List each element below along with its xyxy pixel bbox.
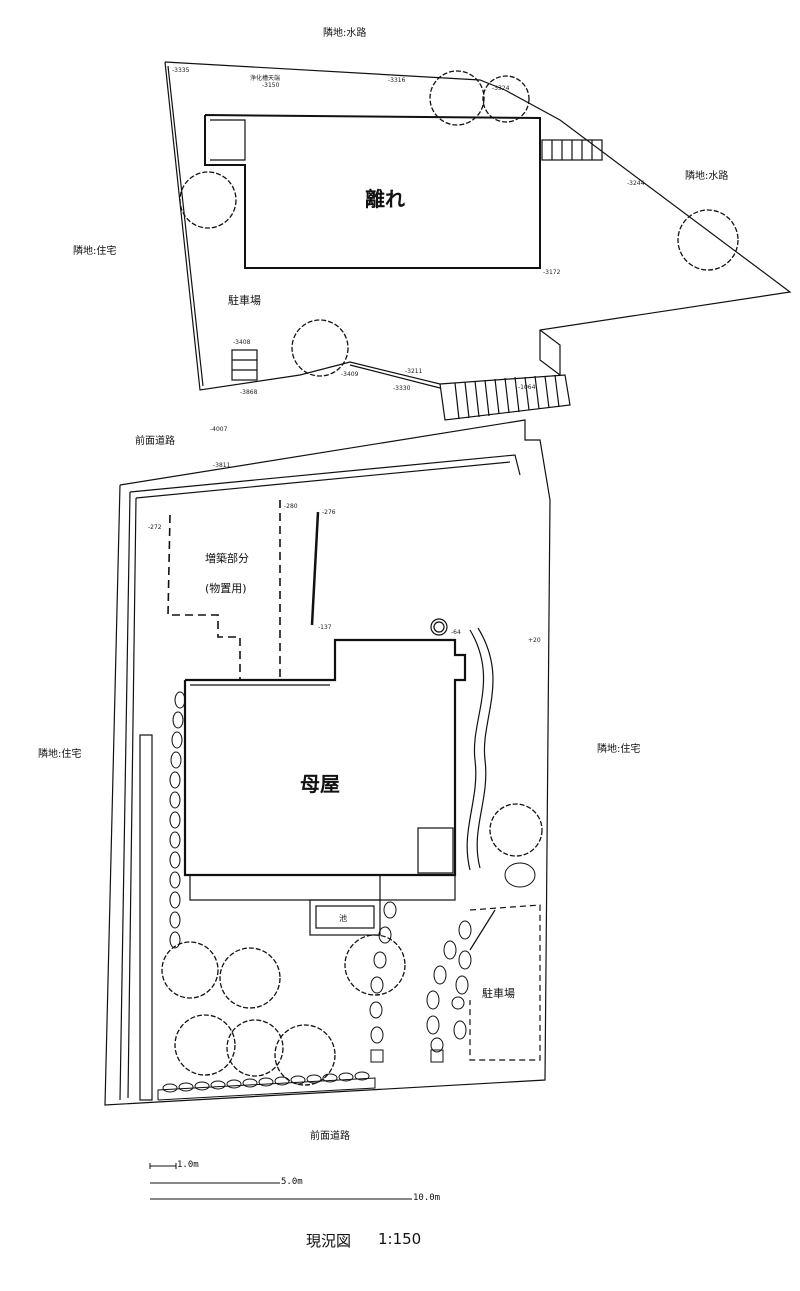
- road-label-bottom: 前面道路: [310, 1131, 350, 1142]
- tree-icon: [429, 70, 485, 126]
- road-label-middle: 前面道路: [135, 436, 175, 447]
- tree-icon: [677, 209, 739, 271]
- wall-line: [310, 511, 320, 626]
- level-mark: -3335: [172, 67, 190, 74]
- level-mark: -3150: [262, 82, 280, 89]
- tree-icon: [174, 1014, 236, 1076]
- extension-use-label: (物置用): [205, 582, 247, 595]
- tree-icon: [179, 171, 237, 229]
- main-house-label: 母屋: [300, 772, 340, 796]
- tree-icon: [274, 1024, 336, 1086]
- tree-icon: [482, 75, 530, 123]
- pond: [315, 905, 375, 929]
- level-mark: +20: [528, 637, 541, 644]
- extension-outline: [167, 500, 281, 680]
- parking-label-lower: 駐車場: [482, 987, 515, 1000]
- lower-lot-boundary: [104, 419, 551, 1106]
- scale-bar-5m-label: 5.0m: [281, 1177, 303, 1187]
- parking-outline: [469, 904, 541, 1061]
- upper-lot-boundary: [164, 61, 792, 391]
- annex-building: [204, 114, 603, 269]
- tree-icon: [161, 941, 219, 999]
- stepping-stones: [157, 691, 536, 1101]
- scale-bars: [149, 1163, 412, 1200]
- scale-bar-10m-label: 10.0m: [413, 1193, 441, 1203]
- level-mark: -4007: [210, 426, 228, 433]
- stairs: [439, 329, 571, 421]
- level-mark: -64: [451, 629, 461, 636]
- septic-label: 浄化槽天端: [250, 75, 281, 82]
- drawing-title: 現況図: [306, 1232, 352, 1250]
- level-mark: -3811: [213, 462, 231, 469]
- annex-label: 離れ: [365, 187, 405, 211]
- neighbor-label-top: 隣地:水路: [323, 28, 367, 39]
- stream: [466, 629, 485, 871]
- neighbor-label-top-right: 隣地:水路: [685, 171, 729, 182]
- level-mark: -272: [148, 524, 162, 531]
- neighbor-label-lower-right: 隣地:住宅: [597, 744, 641, 755]
- tree-icon: [489, 803, 543, 857]
- level-mark: -1064: [518, 384, 536, 391]
- tree-icon: [344, 934, 406, 996]
- level-mark: -280: [284, 503, 298, 510]
- main-house: [183, 618, 467, 936]
- level-mark: -3172: [543, 269, 561, 276]
- level-mark: -3316: [388, 77, 406, 84]
- tree-icon: [226, 1019, 284, 1077]
- neighbor-label-upper-left: 隣地:住宅: [73, 246, 117, 257]
- scale-bar-1m-label: 1.0m: [177, 1160, 199, 1170]
- parking-label-upper: 駐車場: [228, 294, 261, 307]
- pond-label: 池: [339, 914, 347, 923]
- tree-icon: [291, 319, 349, 377]
- level-mark: -3409: [341, 371, 359, 378]
- drawing-scale: 1:150: [378, 1230, 422, 1248]
- level-mark: -3408: [233, 339, 251, 346]
- level-mark: -3330: [393, 385, 411, 392]
- neighbor-label-lower-left: 隣地:住宅: [38, 749, 82, 760]
- tree-icon: [219, 947, 281, 1009]
- level-mark: -3244: [627, 180, 645, 187]
- trees: [161, 70, 739, 1086]
- extension-label: 増築部分: [205, 552, 249, 565]
- level-mark: -3868: [240, 389, 258, 396]
- level-mark: -3211: [405, 368, 423, 375]
- level-mark: -276: [322, 509, 336, 516]
- level-mark: -3324: [492, 85, 510, 92]
- small-stairs-upper: [231, 349, 258, 381]
- level-mark: -137: [318, 624, 332, 631]
